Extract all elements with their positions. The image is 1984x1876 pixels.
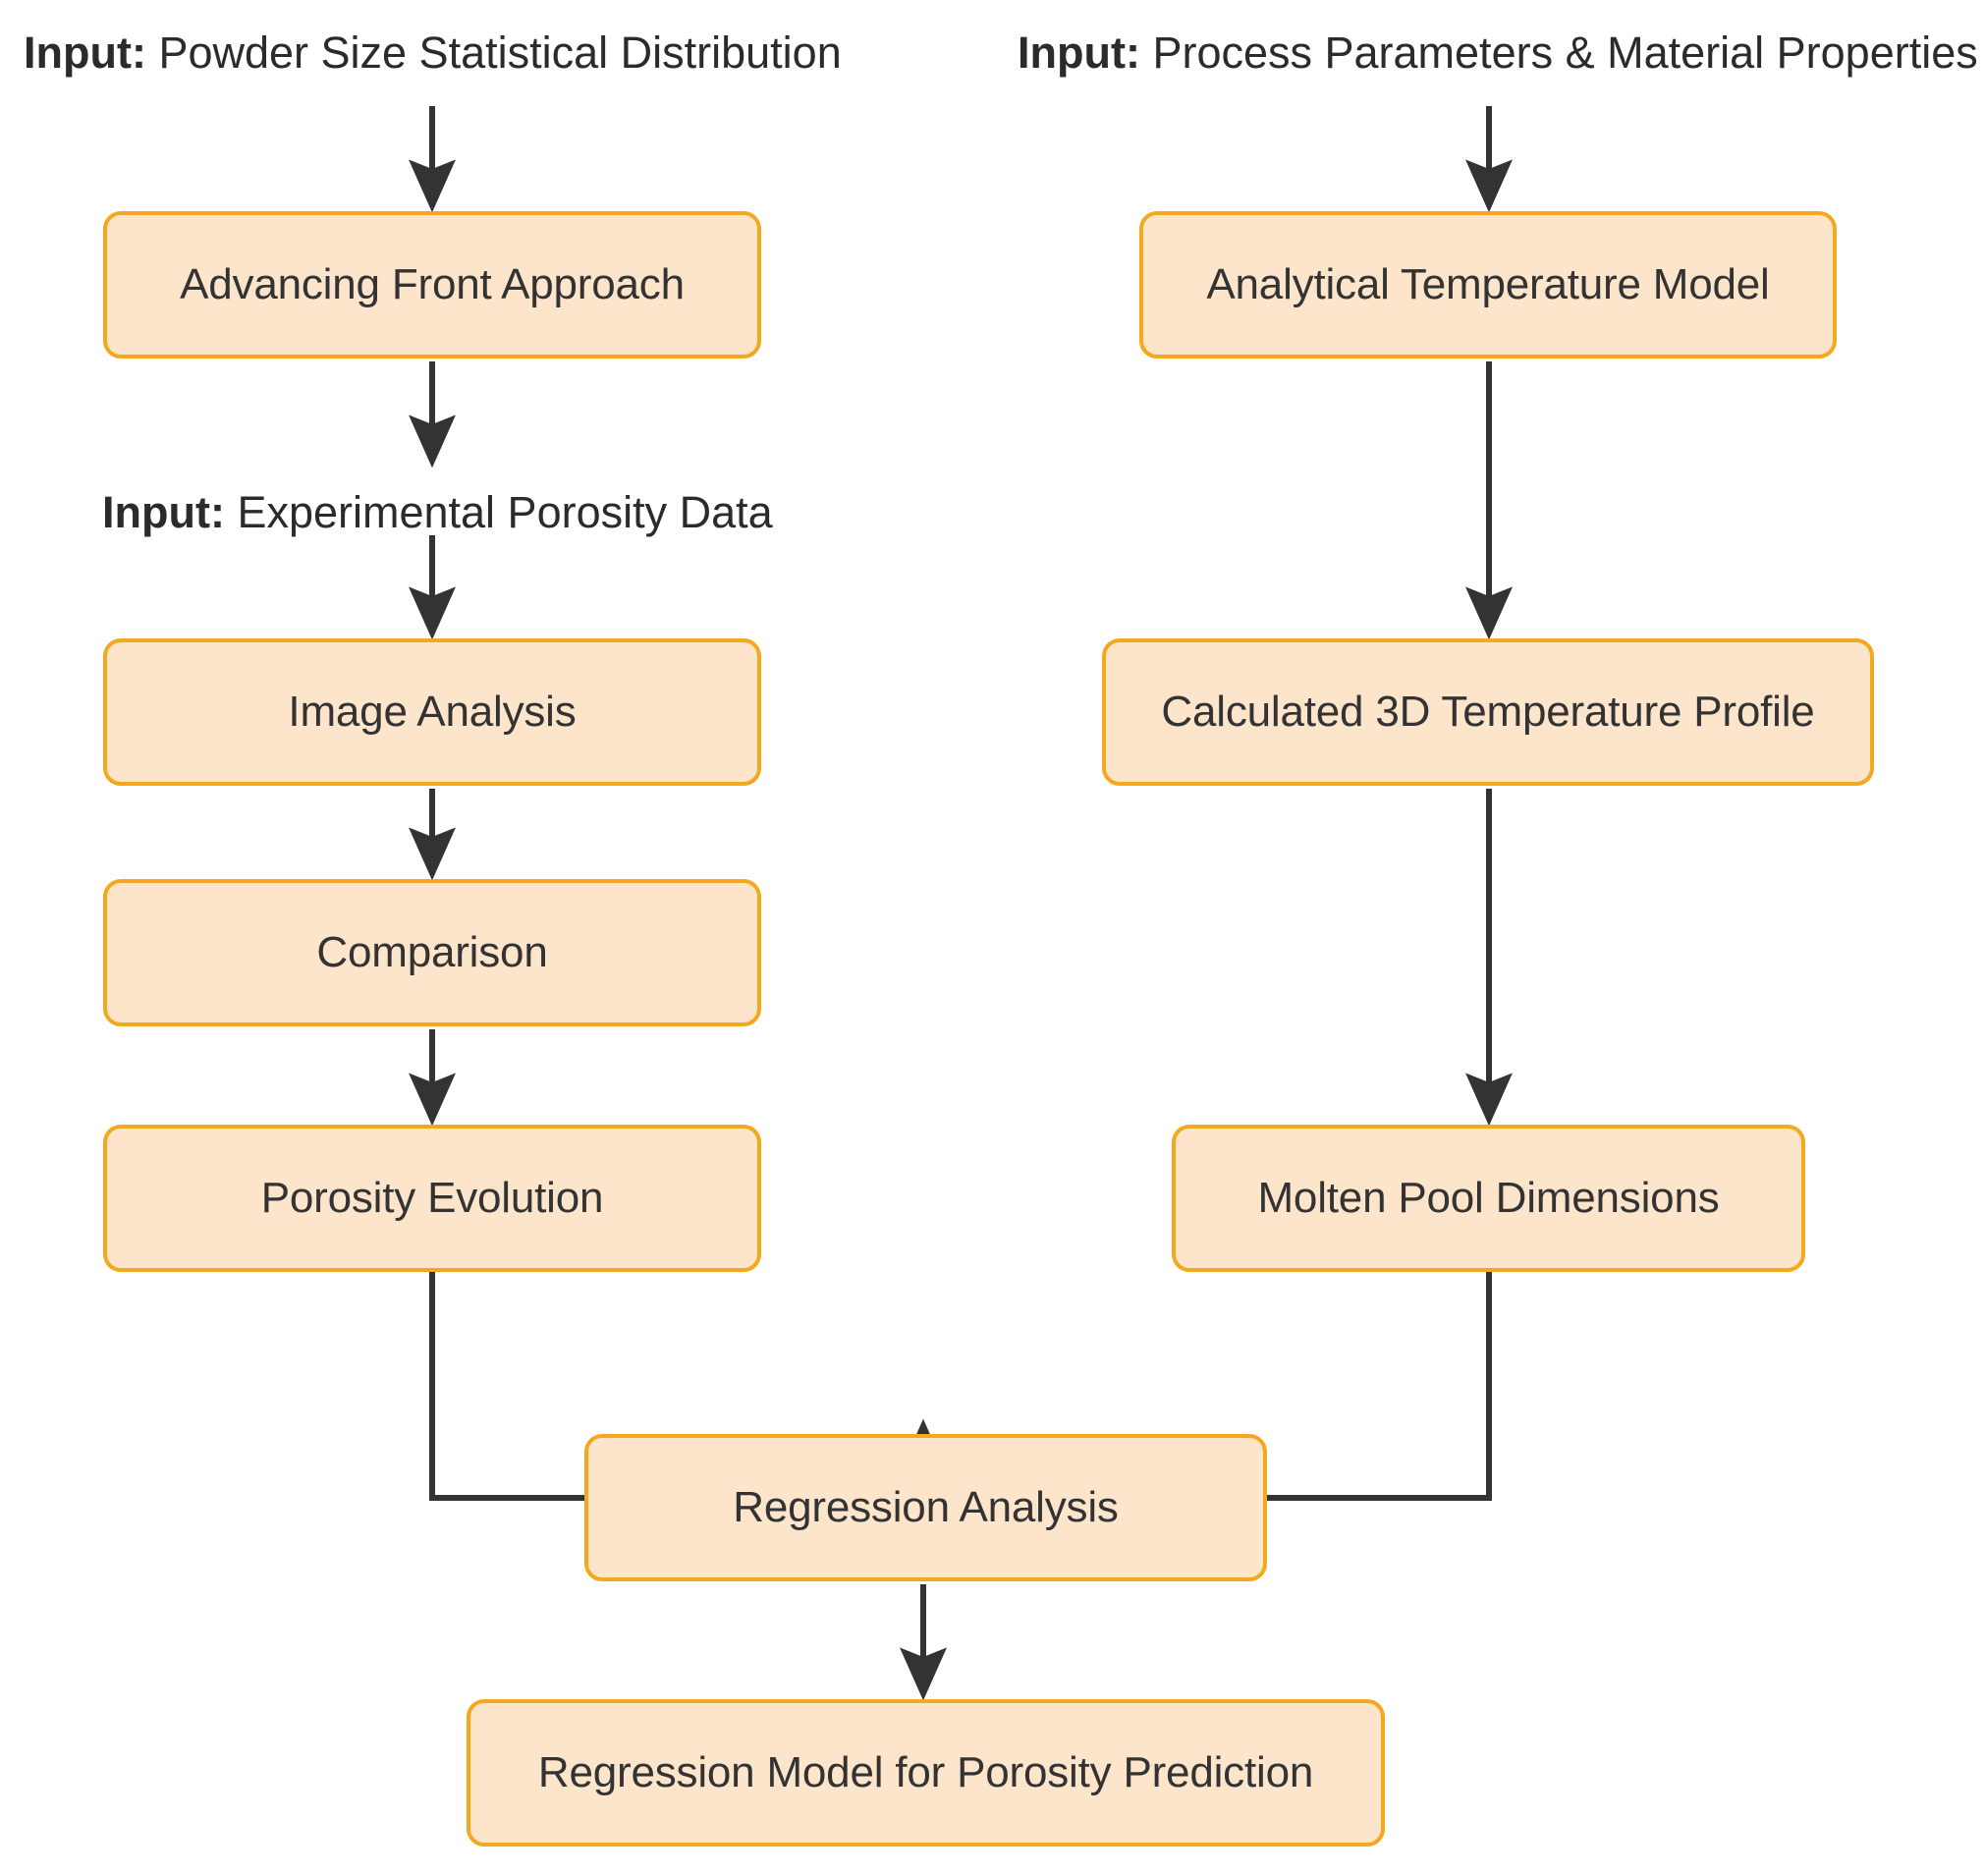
node-analytical-temperature-model[interactable]: Analytical Temperature Model <box>1139 211 1837 359</box>
node-label: Image Analysis <box>288 687 577 736</box>
edge-label-input-process-parameters: Input: Process Parameters & Material Pro… <box>1012 28 1984 78</box>
node-molten-pool-dimensions[interactable]: Molten Pool Dimensions <box>1172 1125 1805 1272</box>
edge-label-rest: Experimental Porosity Data <box>224 487 773 537</box>
edge-label-rest: Powder Size Statistical Distribution <box>145 28 842 78</box>
node-label: Regression Model for Porosity Prediction <box>537 1747 1314 1796</box>
edge-label-lead: Input: <box>24 28 146 78</box>
node-label: Porosity Evolution <box>260 1173 604 1222</box>
node-calculated-3d-temperature-profile[interactable]: Calculated 3D Temperature Profile <box>1102 638 1874 786</box>
node-image-analysis[interactable]: Image Analysis <box>103 638 761 786</box>
node-advancing-front-approach[interactable]: Advancing Front Approach <box>103 211 761 359</box>
edge-label-input-powder-size: Input: Powder Size Statistical Distribut… <box>18 28 848 78</box>
node-label: Comparison <box>316 927 548 976</box>
edge-label-rest: Process Parameters & Material Properties <box>1139 28 1978 78</box>
node-label: Regression Analysis <box>733 1482 1119 1531</box>
edge-label-lead: Input: <box>1018 28 1140 78</box>
edge-label-input-experimental-porosity-data: Input: Experimental Porosity Data <box>96 487 779 537</box>
node-label: Advancing Front Approach <box>180 259 685 308</box>
node-comparison[interactable]: Comparison <box>103 879 761 1026</box>
node-porosity-evolution[interactable]: Porosity Evolution <box>103 1125 761 1272</box>
node-label: Analytical Temperature Model <box>1206 259 1770 308</box>
node-regression-model-for-porosity-prediction[interactable]: Regression Model for Porosity Prediction <box>467 1699 1385 1847</box>
node-label: Calculated 3D Temperature Profile <box>1161 687 1815 736</box>
node-label: Molten Pool Dimensions <box>1257 1173 1720 1222</box>
edge-label-lead: Input: <box>102 487 225 537</box>
node-regression-analysis[interactable]: Regression Analysis <box>584 1434 1267 1581</box>
